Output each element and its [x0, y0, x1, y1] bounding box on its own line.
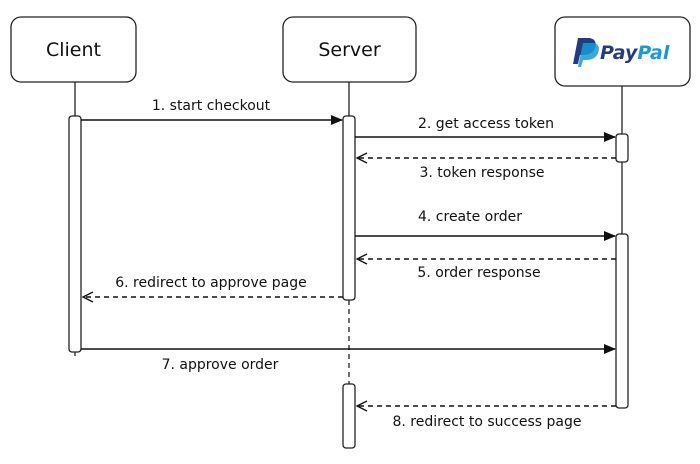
participant-client-box — [10, 16, 137, 83]
message-label: 4. create order — [418, 209, 522, 225]
message-5: 5. order response — [357, 259, 616, 281]
paypal-wordmark-pal: Pal — [637, 42, 670, 64]
message-label: 5. order response — [417, 265, 540, 281]
activation-server-1 — [342, 115, 356, 301]
message-label: 6. redirect to approve page — [115, 275, 307, 291]
paypal-logo-icon — [573, 38, 599, 67]
paypal-wordmark: PayPal — [600, 42, 670, 64]
activation-paypal-1 — [615, 133, 629, 163]
participant-paypal-box — [554, 16, 691, 87]
message-label: 3. token response — [420, 165, 545, 181]
message-3: 3. token response — [357, 158, 616, 181]
message-label: 1. start checkout — [152, 98, 271, 114]
activation-server-2 — [342, 383, 356, 449]
message-8: 8. redirect to success page — [357, 406, 616, 430]
message-1: 1. start checkout — [81, 98, 343, 125]
activation-client — [68, 115, 82, 353]
message-label: 2. get access token — [418, 116, 554, 132]
message-label: 7. approve order — [162, 357, 279, 373]
paypal-wordmark-pay: Pay — [600, 42, 639, 64]
message-7: 7. approve order — [81, 344, 616, 373]
message-2: 2. get access token — [355, 116, 616, 142]
participant-server-box — [282, 16, 417, 83]
participant-server-label: Server — [318, 39, 380, 61]
message-label: 8. redirect to success page — [392, 414, 581, 430]
message-6: 6. redirect to approve page — [83, 275, 343, 297]
message-4: 4. create order — [355, 209, 616, 241]
participant-client-label: Client — [46, 39, 101, 61]
activation-paypal-2 — [615, 233, 629, 409]
